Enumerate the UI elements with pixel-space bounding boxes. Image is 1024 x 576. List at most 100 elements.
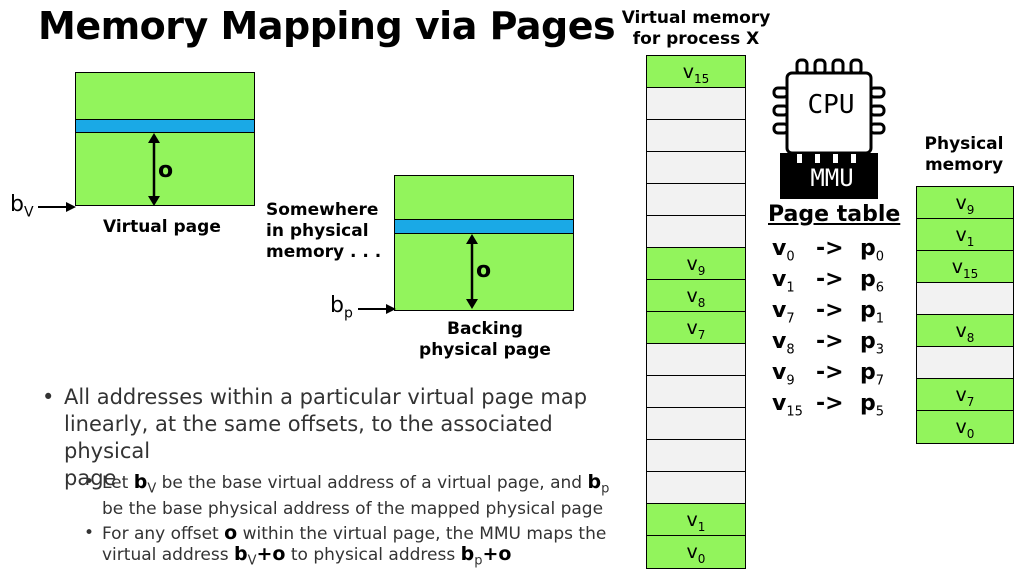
page-table-row: v9->p7 <box>772 360 884 388</box>
bullet-sub-2: • For any offset o within the virtual pa… <box>84 522 607 569</box>
mmu-label: MMU <box>810 164 854 192</box>
page-table-v-letter: v <box>772 329 787 354</box>
physical-memory-cell-subscript: 8 <box>966 330 975 345</box>
virtual-base-arrow <box>38 202 76 212</box>
virtual-memory-cell-label: v <box>686 541 698 563</box>
virtual-memory-cell-label: v <box>682 61 694 83</box>
page-table-p-letter: p <box>860 360 876 385</box>
page-table-p-letter: p <box>860 329 876 354</box>
page-table-p-sub: 7 <box>875 373 885 389</box>
virtual-memory-cell <box>646 375 746 409</box>
virtual-page-offset-strip <box>75 119 255 133</box>
slide-title: Memory Mapping via Pages <box>38 4 616 48</box>
virtual-memory-cell-label: v <box>686 253 698 275</box>
virtual-memory-cell-subscript: 7 <box>697 327 706 342</box>
page-table-arrow: -> <box>816 391 844 416</box>
virtual-memory-cell-subscript: 0 <box>697 551 706 566</box>
virtual-memory-cell-subscript: 8 <box>697 295 706 310</box>
virtual-memory-cell <box>646 407 746 441</box>
page-table-p-sub: 0 <box>875 249 885 265</box>
virtual-memory-cell: v1 <box>646 503 746 537</box>
physical-memory-cell-label: v <box>955 416 967 438</box>
physical-memory-cell: v15 <box>916 250 1014 284</box>
virtual-offset-label: o <box>158 158 174 183</box>
page-table-row: v1->p6 <box>772 267 884 295</box>
virtual-memory-cell-label: v <box>686 317 698 339</box>
virtual-base-label: bV <box>10 192 34 221</box>
page-table-virtual: v0 <box>772 236 816 264</box>
virtual-memory-cell: v0 <box>646 535 746 569</box>
page-table-physical: p3 <box>860 329 884 357</box>
page-table-v-sub: 15 <box>786 404 803 420</box>
page-table-v-sub: 0 <box>786 249 795 265</box>
virtual-memory-cell <box>646 439 746 473</box>
virtual-page-caption: Virtual page <box>103 217 221 237</box>
virtual-memory-cell: v7 <box>646 311 746 345</box>
virtual-memory-cell <box>646 215 746 249</box>
page-table-row: v7 -> p1 <box>772 298 884 326</box>
page-table-p-letter: p <box>860 267 876 292</box>
physical-memory-cell: v0 <box>916 410 1014 444</box>
virtual-memory-cell <box>646 183 746 217</box>
virtual-memory-cell-subscript: 9 <box>697 263 706 278</box>
virtual-memory-cell: v15 <box>646 55 746 89</box>
virtual-memory-cell-label: v <box>686 509 698 531</box>
physical-page <box>394 175 574 311</box>
page-table-title: Page table <box>768 202 901 227</box>
physical-page-offset-strip <box>394 219 574 234</box>
virtual-memory-cell: v9 <box>646 247 746 281</box>
page-table-v-letter: v <box>772 360 787 385</box>
page-table-arrow: -> <box>816 360 844 385</box>
virtual-memory-cell <box>646 151 746 185</box>
physical-base-label: bp <box>330 293 353 322</box>
page-table-v-sub: 8 <box>786 342 795 358</box>
physical-page-caption: Backing physical page <box>419 319 551 360</box>
physical-base-arrow <box>358 304 396 314</box>
physical-memory-header: Physical memory <box>924 134 1004 175</box>
page-table-v-letter: v <box>772 236 787 261</box>
physical-memory-cell-subscript: 7 <box>966 394 975 409</box>
virtual-memory-cell-label: v <box>686 285 698 307</box>
page-table-physical: p1 <box>860 298 885 327</box>
bullet-main: • All addresses within a particular virt… <box>42 385 588 490</box>
page-table-physical: p0 <box>860 236 885 265</box>
physical-memory-cell: v1 <box>916 218 1014 252</box>
page-table-p-letter: p <box>860 391 876 416</box>
page-table-p-sub: 5 <box>875 404 885 420</box>
physical-memory-cell-label: v <box>951 256 963 278</box>
page-table-p-sub: 1 <box>875 311 885 327</box>
page-table-row: v0->p0 <box>772 236 884 264</box>
page-table-v-letter: v <box>772 298 787 323</box>
cpu-label: CPU <box>807 90 855 120</box>
page-table-arrow: -> <box>816 298 844 323</box>
page-table-row: v15-> p5 <box>772 391 884 419</box>
virtual-memory-cell <box>646 471 746 505</box>
physical-memory-cell-subscript: 9 <box>966 202 975 217</box>
physical-memory-cell-label: v <box>955 224 967 246</box>
bullet-dot: • <box>84 523 95 543</box>
physical-offset-arrow <box>466 234 478 309</box>
cpu-chip-icon <box>772 58 886 199</box>
page-table-v-sub: 7 <box>786 311 795 327</box>
physical-memory-cell-label: v <box>955 192 967 214</box>
physical-memory-cell-label: v <box>955 384 967 406</box>
physical-memory-cell-label: v <box>955 320 967 342</box>
page-table-physical: p5 <box>860 391 885 420</box>
somewhere-label: Somewhere in physical memory . . . <box>266 200 382 262</box>
page-table-row: v8->p3 <box>772 329 884 357</box>
page-table-p-letter: p <box>860 298 876 323</box>
physical-memory-cell-subscript: 1 <box>966 234 975 249</box>
physical-memory-cell <box>916 282 1014 316</box>
page-table-physical: p6 <box>860 267 884 295</box>
bullet-dot: • <box>42 385 55 409</box>
bullet-dot: • <box>84 472 95 492</box>
physical-memory-cell-subscript: 0 <box>966 426 975 441</box>
bullet-sub-1: • Let bV be the base virtual address of … <box>84 471 610 520</box>
virtual-memory-cell-subscript: 15 <box>693 71 710 86</box>
virtual-memory-cell <box>646 87 746 121</box>
page-table-arrow: -> <box>816 236 844 261</box>
page-table-virtual: v15 <box>772 391 816 419</box>
page-table-virtual: v8 <box>772 329 816 357</box>
